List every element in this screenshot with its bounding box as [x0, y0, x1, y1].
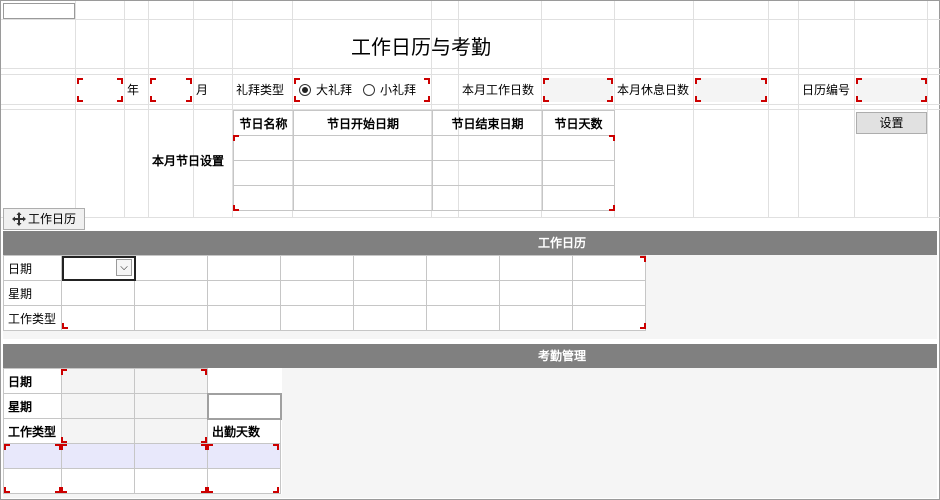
month-label: 月: [196, 83, 209, 97]
attendance-row-label: 日期: [3, 368, 62, 394]
table-cell[interactable]: [61, 443, 135, 469]
holiday-table: 节日名称 节日开始日期 节日结束日期 节日天数: [233, 110, 615, 211]
year-input[interactable]: [77, 78, 123, 102]
calendar-no-field[interactable]: [856, 78, 927, 102]
page-title: 工作日历与考勤: [351, 35, 491, 59]
table-cell[interactable]: [353, 280, 427, 306]
radio-big-icon[interactable]: [299, 84, 311, 96]
worship-type-group: 大礼拜 小礼拜: [294, 78, 430, 102]
table-cell[interactable]: [542, 185, 615, 211]
attendance-range-markers: [61, 369, 207, 443]
tab-label: 工作日历: [28, 212, 77, 226]
attendance-col-markers-2: [61, 444, 207, 493]
chevron-down-icon[interactable]: ⌵: [116, 259, 132, 276]
holiday-header-end: 节日结束日期: [432, 110, 543, 136]
calendar-table: 日期 ⌵ 星期 工作类型: [3, 255, 646, 331]
table-cell[interactable]: [426, 305, 500, 331]
holiday-range-markers: [233, 135, 615, 211]
table-cell[interactable]: [426, 255, 500, 281]
table-cell[interactable]: [572, 305, 646, 331]
calendar-band: 工作日历: [3, 231, 937, 255]
table-cell[interactable]: [499, 255, 573, 281]
table-cell[interactable]: [207, 305, 281, 331]
holiday-header-name: 节日名称: [233, 110, 294, 136]
table-cell[interactable]: [499, 305, 573, 331]
empty-cell: [208, 369, 281, 394]
table-cell[interactable]: [280, 305, 354, 331]
table-cell[interactable]: [134, 393, 208, 419]
selected-cell[interactable]: [3, 3, 75, 19]
attendance-col-markers-1: [4, 444, 61, 493]
calendar-row-label: 日期: [3, 255, 62, 281]
attendance-band-title: 考勤管理: [538, 349, 587, 363]
restdays-label: 本月休息日数: [617, 83, 690, 97]
radio-small-label[interactable]: 小礼拜: [380, 83, 417, 97]
table-cell[interactable]: [499, 280, 573, 306]
attendance-row-label: 星期: [3, 393, 62, 419]
year-label: 年: [127, 83, 140, 97]
move-icon: [12, 212, 26, 226]
worship-type-label: 礼拜类型: [236, 83, 285, 97]
table-cell[interactable]: [233, 185, 294, 211]
attendance-row-label: 工作类型: [3, 418, 62, 444]
month-input[interactable]: [150, 78, 192, 102]
table-cell[interactable]: [61, 468, 135, 494]
attendance-band: 考勤管理: [3, 344, 937, 368]
attendance-table: 日期 星期 工作类型 出勤天数: [3, 368, 282, 494]
table-cell[interactable]: [61, 393, 135, 419]
attendance-col-markers-3: [207, 444, 279, 493]
table-cell[interactable]: [206, 392, 282, 420]
table-cell[interactable]: [207, 468, 281, 494]
calendar-band-title: 工作日历: [538, 236, 587, 250]
workdays-field[interactable]: [543, 78, 613, 102]
attendance-days-label: 出勤天数: [207, 418, 281, 444]
holiday-header-start: 节日开始日期: [293, 110, 433, 136]
table-cell[interactable]: [542, 160, 615, 186]
table-cell[interactable]: [3, 443, 62, 469]
restdays-field[interactable]: [695, 78, 767, 102]
table-cell[interactable]: [207, 280, 281, 306]
radio-big-label[interactable]: 大礼拜: [316, 83, 353, 97]
table-cell[interactable]: [134, 368, 208, 394]
workdays-label: 本月工作日数: [462, 83, 535, 97]
table-cell[interactable]: [432, 185, 543, 211]
table-cell[interactable]: [280, 255, 354, 281]
calendar-row-label: 工作类型: [3, 305, 62, 331]
holiday-header-days: 节日天数: [542, 110, 615, 136]
settings-button[interactable]: 设置: [856, 112, 927, 134]
holiday-section-label: 本月节日设置: [152, 154, 225, 168]
table-cell[interactable]: [293, 185, 433, 211]
radio-small-icon[interactable]: [363, 84, 375, 96]
calendar-no-label: 日历编号: [802, 83, 851, 97]
calendar-row-label: 星期: [3, 280, 62, 306]
tab-work-calendar[interactable]: 工作日历: [3, 208, 85, 230]
calendar-range-markers: [62, 256, 646, 329]
